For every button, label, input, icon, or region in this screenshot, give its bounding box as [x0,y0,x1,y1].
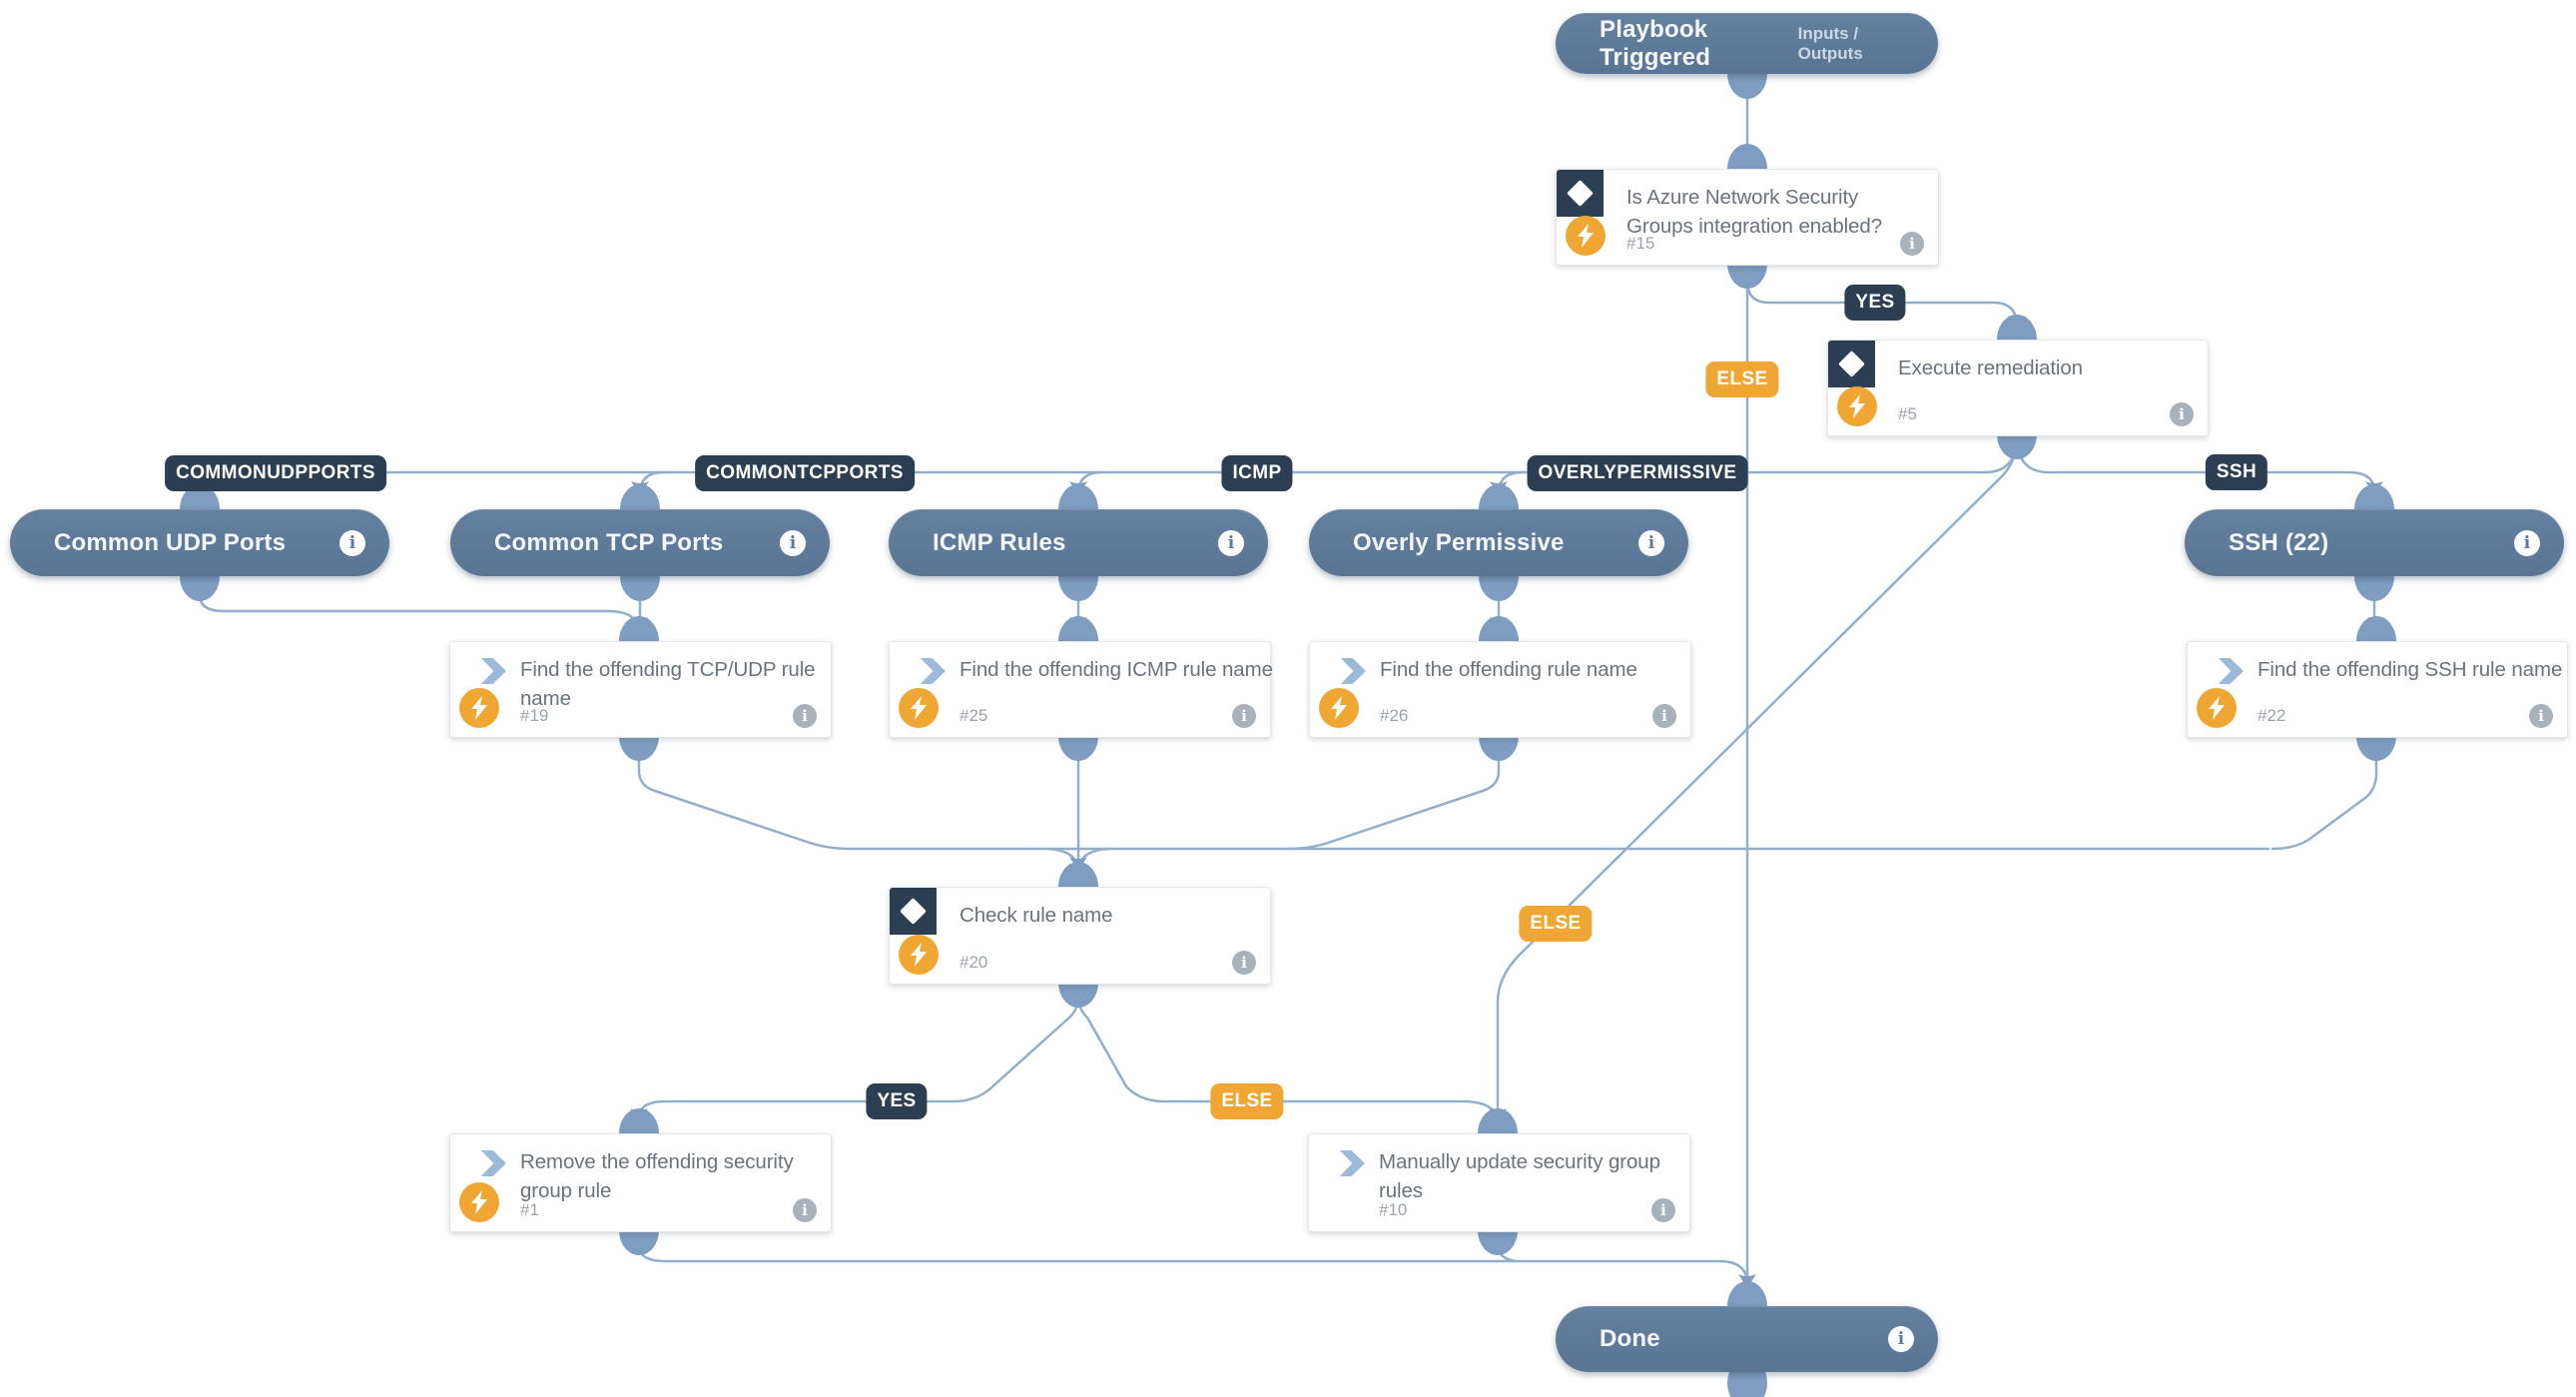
automation-lightning-icon [459,688,499,728]
node-title: Find the offending ICMP rule name [960,658,1273,681]
node-title: Is Azure Network Security Groups integra… [1626,186,1883,238]
task-chevron-icon [1339,1150,1365,1176]
info-icon[interactable]: i [1232,951,1256,975]
info-icon[interactable]: i [793,704,817,728]
info-icon[interactable]: i [2514,529,2540,556]
node-title: Find the offending SSH rule name [2257,658,2563,681]
node-playbook-triggered[interactable]: Playbook Triggered Inputs / Outputs [1556,13,1938,74]
node-id: #19 [520,706,549,725]
automation-lightning-icon [2197,688,2237,728]
node-check-rule-name[interactable]: Check rule name #20 i [889,887,1271,985]
node-execute-remediation[interactable]: Execute remediation #5 i [1827,340,2209,436]
node-title: Remove the offending security group rule [520,1150,794,1202]
node-title: Find the offending TCP/UDP rule name [520,658,816,710]
node-remove-rule[interactable]: Remove the offending security group rule… [449,1133,832,1232]
node-common-tcp-ports[interactable]: Common TCP Ports i [450,509,830,576]
info-icon[interactable]: i [1888,1326,1914,1352]
condition-diamond-icon [890,888,937,935]
node-common-udp-ports[interactable]: Common UDP Ports i [10,509,389,576]
task-chevron-icon [920,658,946,684]
node-done[interactable]: Done i [1556,1306,1938,1372]
edge-label-ssh: SSH [2205,454,2268,490]
node-id: #15 [1626,234,1655,253]
edge-label-commonudpports: COMMONUDPPORTS [165,455,386,491]
edge-label-else-mid: ELSE [1519,906,1593,942]
node-title: Check rule name [960,904,1113,927]
edge-label-else-bottom: ELSE [1210,1083,1284,1119]
node-title: Find the offending rule name [1380,658,1637,681]
node-id: #26 [1380,706,1409,725]
node-title: Common UDP Ports [54,528,287,556]
task-chevron-icon [480,1150,506,1176]
automation-lightning-icon [1319,688,1359,728]
edge-label-overlypermissive: OVERLYPERMISSIVE [1527,455,1748,491]
task-chevron-icon [1340,658,1366,684]
edge-label-icmp: ICMP [1221,455,1293,491]
info-icon[interactable]: i [2529,704,2553,728]
node-id: #10 [1379,1200,1408,1219]
edge-label-else: ELSE [1705,361,1779,397]
info-icon[interactable]: i [1218,529,1244,556]
node-title: SSH (22) [2229,528,2329,556]
node-icmp-rules[interactable]: ICMP Rules i [889,509,1268,576]
node-find-icmp-rule[interactable]: Find the offending ICMP rule name #25 i [889,641,1273,738]
automation-lightning-icon [1837,386,1877,426]
node-id: #20 [960,953,988,972]
node-title: Playbook Triggered [1600,15,1711,71]
edge-label-yes-bottom: YES [866,1083,928,1119]
info-icon[interactable]: i [2170,402,2194,426]
info-icon[interactable]: i [1638,529,1664,556]
node-id: #1 [520,1200,539,1219]
node-ssh-22[interactable]: SSH (22) i [2185,509,2564,576]
inputs-outputs-link[interactable]: Inputs / Outputs [1797,23,1863,63]
node-title: Execute remediation [1898,356,2083,379]
edge-label-commontcpports: COMMONTCPPORTS [695,455,915,491]
node-title: Overly Permissive [1353,528,1565,556]
automation-lightning-icon [899,688,939,728]
task-chevron-icon [2218,658,2244,684]
node-id: #25 [960,706,988,725]
node-overly-permissive[interactable]: Overly Permissive i [1309,509,1688,576]
node-find-tcp-udp-rule[interactable]: Find the offending TCP/UDP rule name #19… [449,641,832,738]
node-title: Manually update security group rules [1379,1150,1660,1202]
node-manual-update[interactable]: Manually update security group rules #10… [1308,1133,1690,1232]
automation-lightning-icon [1566,216,1606,256]
automation-lightning-icon [899,935,939,975]
node-title: Common TCP Ports [494,528,724,556]
automation-lightning-icon [459,1182,499,1222]
info-icon[interactable]: i [1232,704,1256,728]
info-icon[interactable]: i [1652,704,1676,728]
info-icon[interactable]: i [339,529,365,556]
node-azure-condition[interactable]: Is Azure Network Security Groups integra… [1556,169,1939,266]
node-title: Done [1600,1325,1660,1352]
condition-diamond-icon [1828,341,1875,387]
edge-label-yes: YES [1844,285,1906,321]
node-title: ICMP Rules [933,528,1066,556]
node-id: #5 [1898,404,1917,423]
condition-diamond-icon [1557,170,1604,217]
info-icon[interactable]: i [1900,232,1924,256]
node-id: #22 [2257,706,2286,725]
info-icon[interactable]: i [780,529,806,556]
node-find-ssh-rule[interactable]: Find the offending SSH rule name #22 i [2187,641,2568,738]
node-find-offending-rule[interactable]: Find the offending rule name #26 i [1309,641,1691,738]
info-icon[interactable]: i [1651,1198,1675,1222]
info-icon[interactable]: i [793,1198,817,1222]
task-chevron-icon [480,658,506,684]
